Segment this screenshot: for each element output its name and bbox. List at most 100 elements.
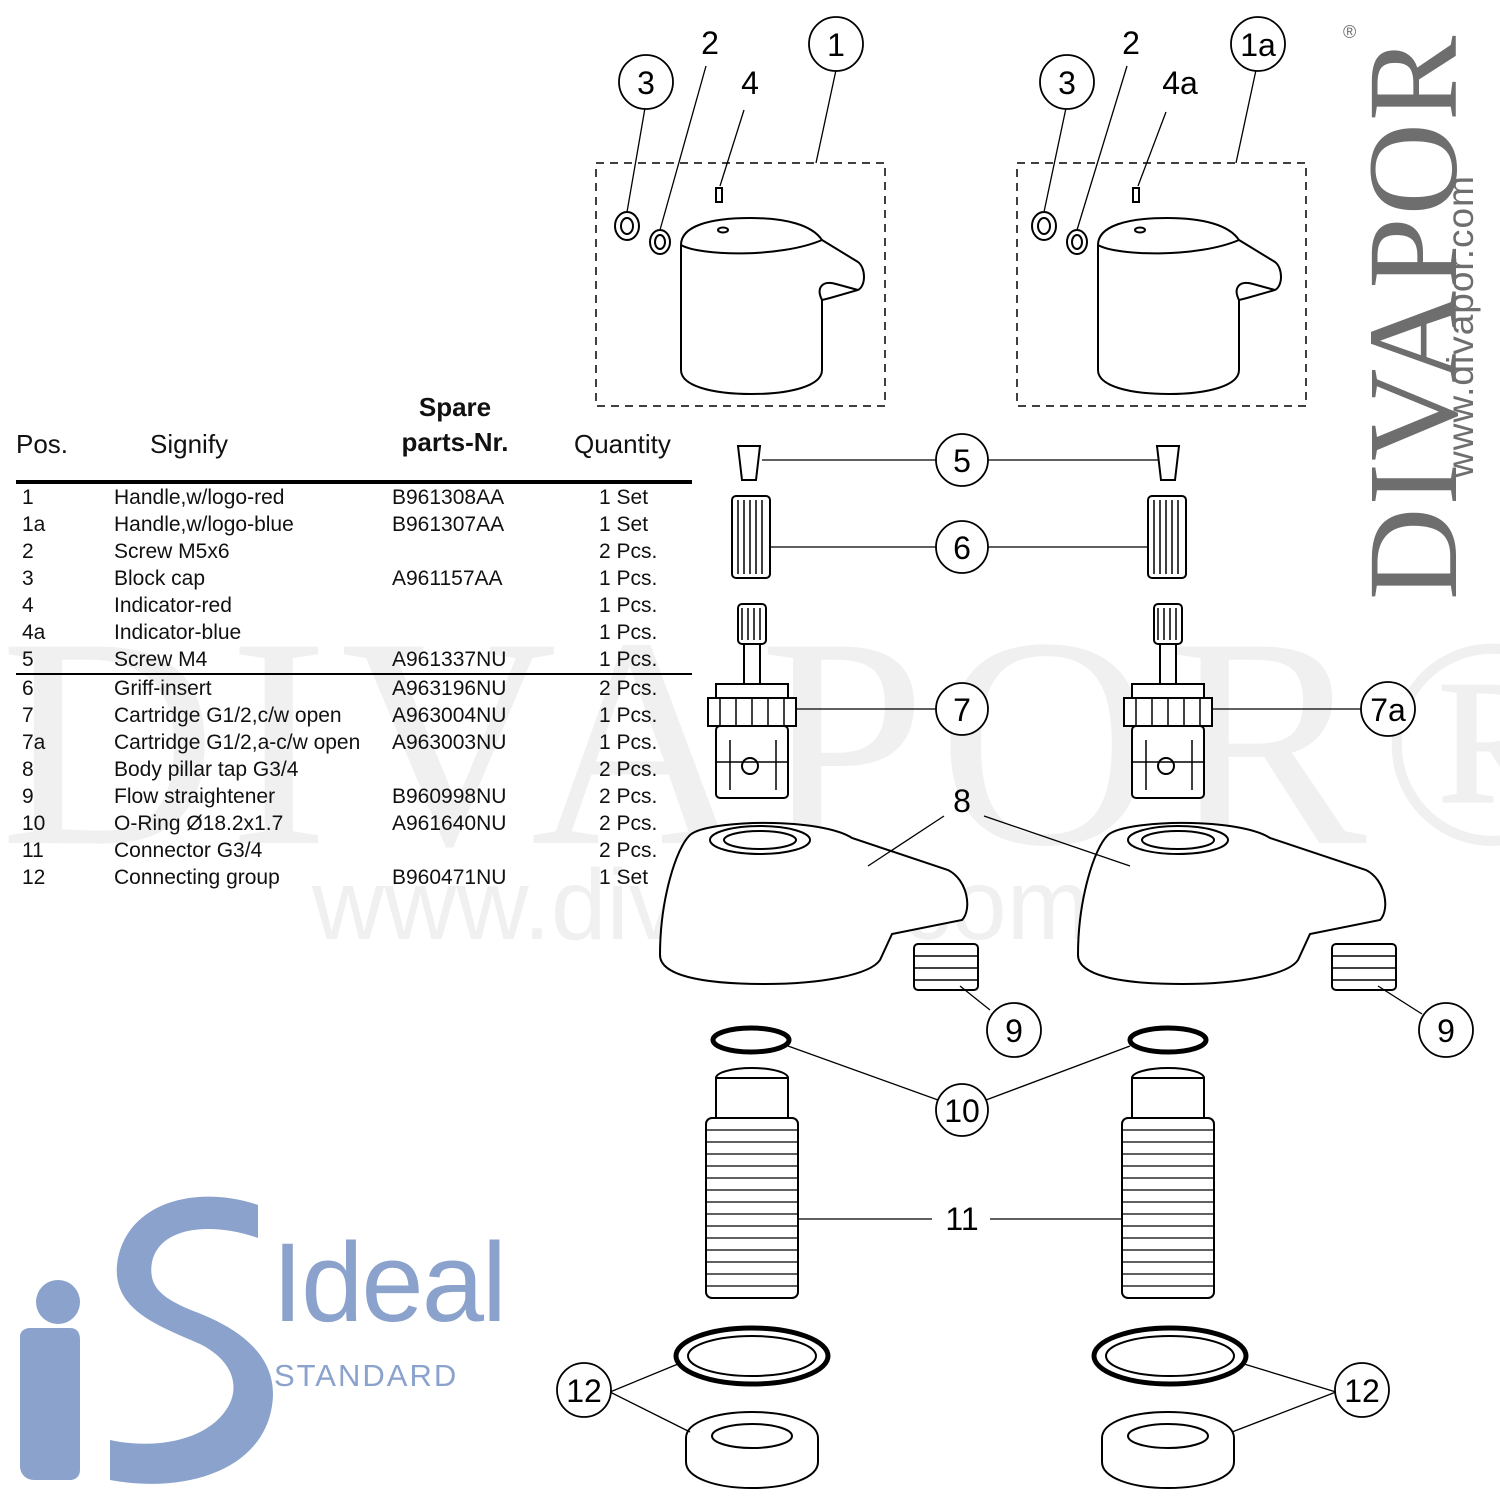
row-signify: Connecting group — [114, 866, 280, 889]
callout-4-left: 4 — [741, 65, 759, 101]
callout-3-right: 3 — [1058, 65, 1076, 101]
row-quantity: 2 Pcs. — [599, 839, 658, 862]
row-quantity: 1 Pcs. — [599, 704, 658, 727]
handle-left — [614, 187, 865, 396]
table-row: 3 Block cap A961157AA 1 Pcs. — [16, 565, 692, 592]
row-pos: 2 — [22, 540, 34, 563]
row-signify: Cartridge G1/2,c/w open — [114, 704, 342, 727]
connecting-group-left — [673, 1325, 831, 1490]
handle-box-right — [1016, 162, 1307, 407]
row-signify: Indicator-red — [114, 594, 232, 617]
row-part-number: A961337NU — [392, 648, 507, 671]
header-spare-parts: Spare parts-Nr. — [394, 390, 516, 460]
table-row: 7 Cartridge G1/2,c/w open A963004NU 1 Pcs. — [16, 702, 692, 729]
body-left — [658, 821, 969, 986]
callout-12-left: 12 — [566, 1373, 602, 1409]
connector-right — [1121, 1067, 1215, 1299]
table-row: 9 Flow straightener B960998NU 2 Pcs. — [16, 783, 692, 810]
row-signify: Flow straightener — [114, 785, 276, 808]
callout-12-right: 12 — [1344, 1373, 1380, 1409]
row-part-number: B960471NU — [392, 866, 507, 889]
header-spare-line2: parts-Nr. — [401, 427, 509, 457]
handle-box-left — [595, 162, 886, 407]
row-quantity: 2 Pcs. — [599, 812, 658, 835]
screw-left — [736, 445, 762, 481]
callout-5: 5 — [953, 443, 971, 479]
row-part-number: B961308AA — [392, 486, 505, 509]
callout-9-left: 9 — [1005, 1013, 1023, 1049]
divapor-registered-mark: ® — [1343, 22, 1357, 42]
row-quantity: 2 Pcs. — [599, 785, 658, 808]
body-right — [1076, 821, 1387, 986]
row-pos: 1a — [22, 513, 46, 536]
callout-3-left: 3 — [637, 65, 655, 101]
row-pos: 8 — [22, 758, 34, 781]
row-quantity: 1 Pcs. — [599, 567, 658, 590]
callout-7-left: 7 — [953, 692, 971, 728]
row-quantity: 1 Pcs. — [599, 621, 658, 644]
row-part-number: B961307AA — [392, 513, 505, 536]
row-signify: Block cap — [114, 567, 206, 590]
row-part-number: A963004NU — [392, 704, 507, 727]
row-pos: 7a — [22, 731, 46, 754]
header-quantity: Quantity — [574, 429, 671, 459]
divapor-url: www.divapor.com — [1440, 175, 1481, 478]
row-part-number: A963003NU — [392, 731, 507, 754]
row-signify: Screw M4 — [114, 648, 208, 671]
flow-straightener-right — [1331, 943, 1397, 991]
row-part-number: A961640NU — [392, 812, 507, 835]
screw-right — [1155, 445, 1181, 481]
header-pos: Pos. — [16, 429, 69, 459]
row-signify: Connector G3/4 — [114, 839, 263, 862]
row-pos: 3 — [22, 567, 34, 590]
row-pos: 7 — [22, 704, 34, 727]
table-row: 12 Connecting group B960471NU 1 Set — [16, 864, 692, 891]
header-spare-line1: Spare — [418, 392, 492, 422]
standard-logo-text: STANDARD — [274, 1358, 459, 1393]
row-part-number: A961157AA — [392, 567, 503, 590]
header-signify: Signify — [150, 429, 229, 459]
row-pos: 9 — [22, 785, 34, 808]
callout-7a-right: 7a — [1370, 692, 1406, 728]
callout-circles — [556, 16, 1474, 1418]
callout-1-left: 1 — [827, 27, 845, 63]
o-ring-right — [1127, 1025, 1209, 1055]
row-signify: Screw M5x6 — [114, 540, 230, 563]
callout-4a-right: 4a — [1162, 65, 1198, 101]
row-quantity: 1 Pcs. — [599, 731, 658, 754]
row-signify: Cartridge G1/2,a-c/w open — [114, 731, 361, 754]
row-signify: Handle,w/logo-blue — [114, 513, 294, 536]
callout-11: 11 — [945, 1201, 978, 1237]
callout-8: 8 — [953, 783, 971, 819]
cartridge-right — [1123, 603, 1213, 799]
callout-6: 6 — [953, 530, 971, 566]
ideal-standard-logo-mark — [20, 1196, 273, 1484]
row-quantity: 1 Pcs. — [599, 594, 658, 617]
row-pos: 4 — [22, 594, 34, 617]
row-quantity: 2 Pcs. — [599, 758, 658, 781]
table-row: 4 Indicator-red 1 Pcs. — [16, 592, 692, 619]
row-signify: Handle,w/logo-red — [114, 486, 285, 509]
connector-left — [705, 1067, 799, 1299]
row-signify: Indicator-blue — [114, 621, 242, 644]
row-signify: Griff-insert — [114, 677, 212, 700]
row-pos: 5 — [22, 648, 34, 671]
leader-lines — [609, 65, 1423, 1433]
row-part-number: B960998NU — [392, 785, 507, 808]
ideal-logo-text: Ideal — [272, 1220, 507, 1345]
row-quantity: 1 Set — [599, 866, 649, 889]
cartridge-left — [707, 603, 797, 799]
handle-right — [1031, 187, 1282, 396]
row-signify: O-Ring Ø18.2x1.7 — [114, 812, 284, 835]
row-pos: 12 — [22, 866, 46, 889]
